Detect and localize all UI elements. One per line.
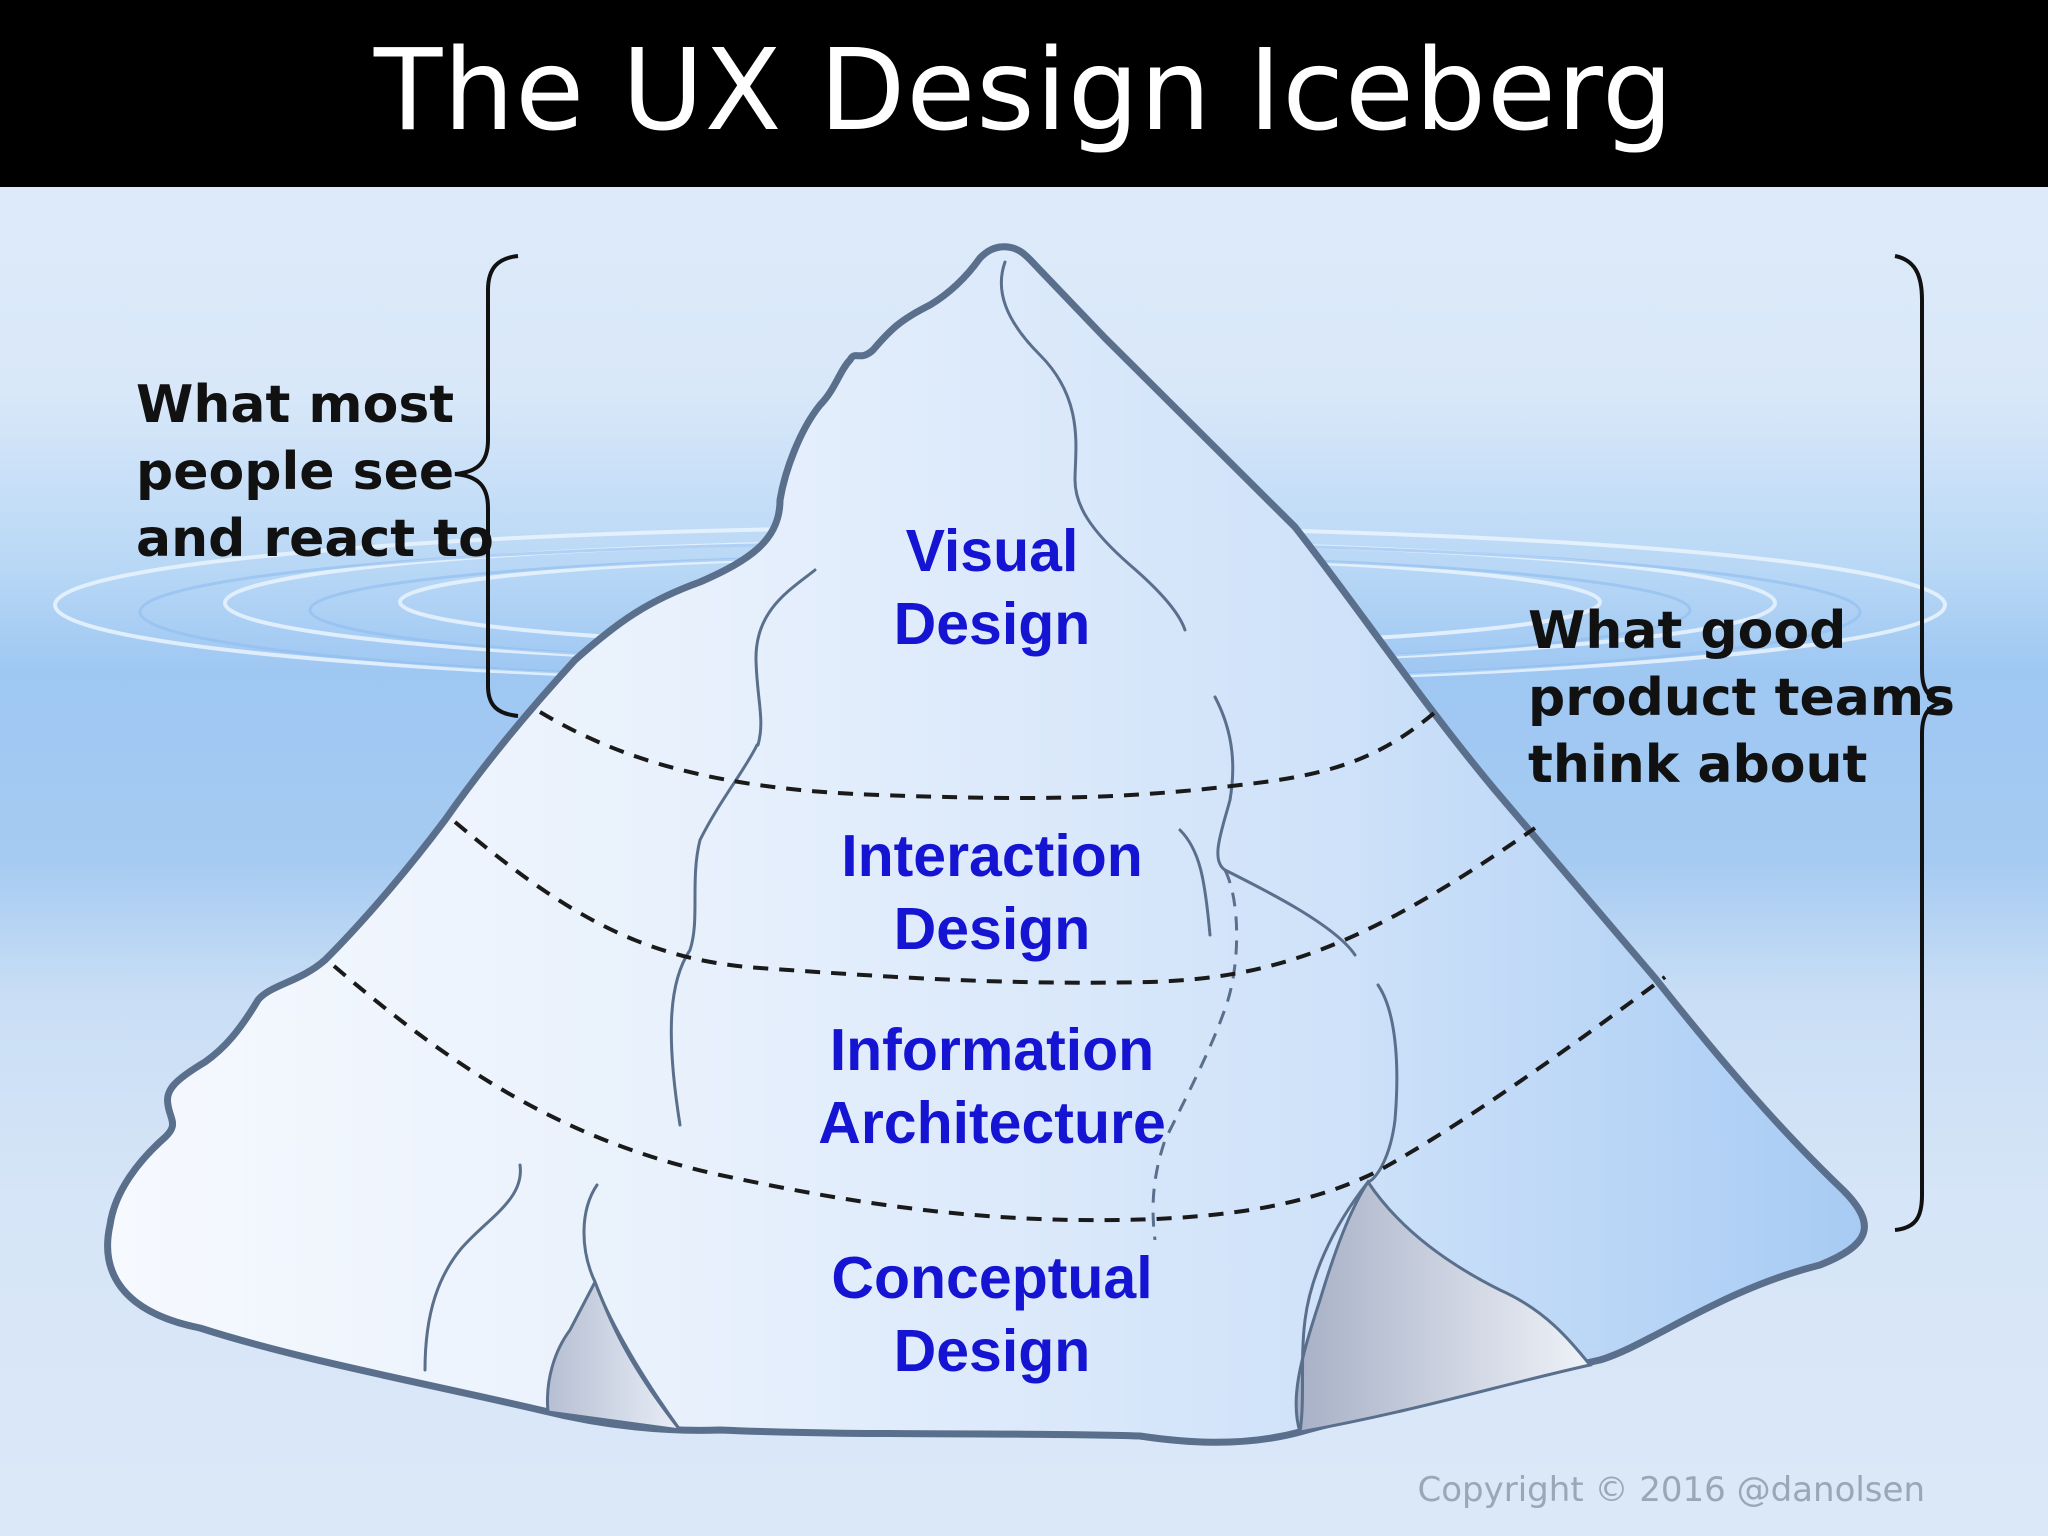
layer-line: Design xyxy=(893,1318,1091,1384)
boundary-interaction-information xyxy=(453,820,1537,985)
dashed-crevice xyxy=(1151,869,1239,1241)
layer-line: Conceptual xyxy=(831,1245,1153,1311)
layer-boundaries xyxy=(332,706,1667,1223)
layer-information-architecture: Information Architecture xyxy=(692,1014,1292,1160)
boundary-information-conceptual xyxy=(332,964,1667,1223)
right-label-line: product teams xyxy=(1528,668,1955,728)
left-label-line: people see xyxy=(136,442,455,502)
layer-line: Architecture xyxy=(818,1090,1166,1156)
left-label-line: and react to xyxy=(136,509,494,569)
left-brace xyxy=(454,254,519,718)
right-shadow-facet xyxy=(1294,1179,1593,1434)
iceberg-body xyxy=(104,243,1868,1446)
layer-interaction-design: Interaction Design xyxy=(692,820,1292,966)
page-title: The UX Design Iceberg xyxy=(373,25,1675,156)
layer-conceptual-design: Conceptual Design xyxy=(692,1242,1292,1388)
title-bar: The UX Design Iceberg xyxy=(0,0,2048,187)
right-brace-label: What good product teams think about xyxy=(1528,598,1955,799)
layer-line: Information xyxy=(829,1017,1155,1083)
layer-line: Design xyxy=(893,896,1091,962)
right-label-line: What good xyxy=(1528,601,1847,661)
boundary-visual-interaction xyxy=(538,706,1442,800)
left-brace-label: What most people see and react to xyxy=(136,372,494,573)
layer-visual-design: Visual Design xyxy=(692,515,1292,661)
copyright-notice: Copyright © 2016 @danolsen xyxy=(1417,1470,1925,1510)
right-label-line: think about xyxy=(1528,735,1868,795)
layer-line: Design xyxy=(893,591,1091,657)
right-brace xyxy=(1894,254,1948,1232)
iceberg-illustration xyxy=(0,187,2048,1536)
left-label-line: What most xyxy=(136,375,455,435)
layer-line: Interaction xyxy=(841,823,1143,889)
layer-line: Visual xyxy=(905,518,1079,584)
ice-crevices xyxy=(423,260,1399,1434)
